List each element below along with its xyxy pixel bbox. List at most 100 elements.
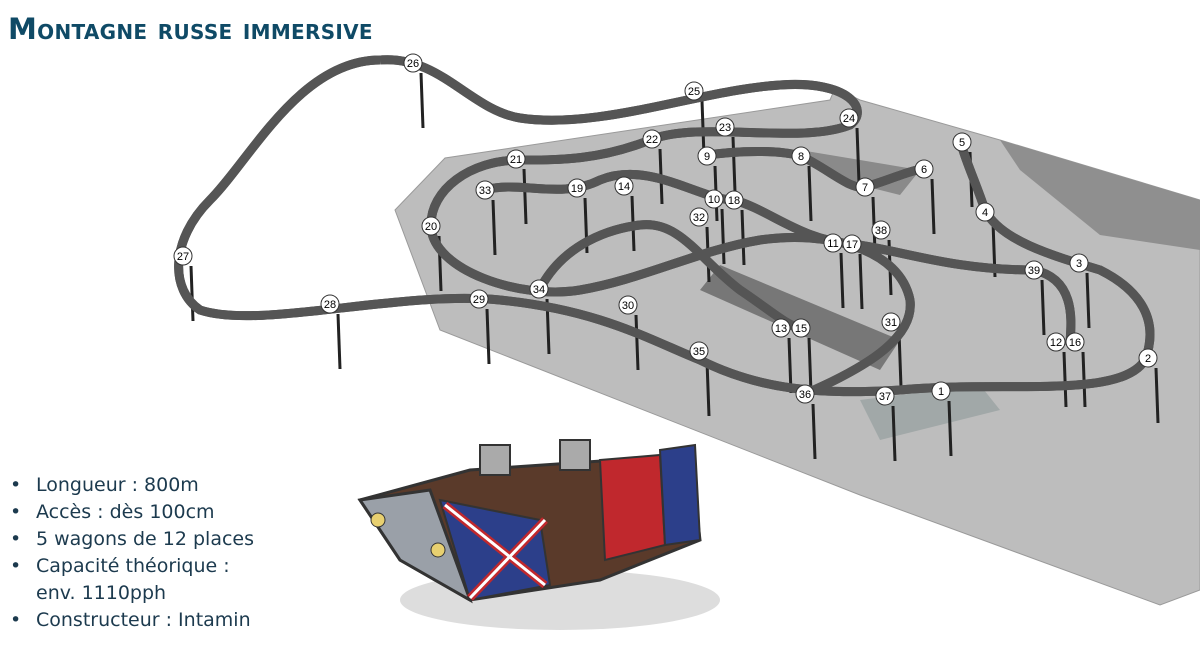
track-marker: 32 xyxy=(689,207,709,227)
ride-vehicle-illustration xyxy=(357,439,720,630)
track-marker: 39 xyxy=(1024,260,1044,280)
track-marker-label: 37 xyxy=(879,391,891,403)
fact-wagons: •5 wagons de 12 places xyxy=(10,528,254,550)
track-marker-label: 29 xyxy=(473,294,485,306)
track-marker: 2 xyxy=(1138,348,1158,368)
support-column xyxy=(740,209,746,266)
track-marker-label: 6 xyxy=(921,164,927,176)
track-marker: 5 xyxy=(952,132,972,152)
support-column xyxy=(522,168,528,225)
track-marker-label: 31 xyxy=(885,317,897,329)
track-marker-label: 38 xyxy=(875,225,887,237)
track-marker: 8 xyxy=(791,146,811,166)
track-marker: 26 xyxy=(403,53,423,73)
track-marker-label: 18 xyxy=(728,195,740,207)
track-marker-label: 39 xyxy=(1028,265,1040,277)
track-marker-label: 7 xyxy=(862,182,868,194)
track-marker-label: 22 xyxy=(646,134,658,146)
track-marker-label: 19 xyxy=(571,183,583,195)
slide-title: Montagne russe immersive xyxy=(8,12,373,46)
support-column xyxy=(1062,351,1068,408)
track-marker: 36 xyxy=(795,384,815,404)
track-marker: 20 xyxy=(421,216,441,236)
track-marker-label: 35 xyxy=(693,346,705,358)
support-column xyxy=(855,127,861,184)
track-marker: 18 xyxy=(724,190,744,210)
support-column xyxy=(839,252,845,309)
track-marker-label: 8 xyxy=(798,151,804,163)
track-marker-label: 20 xyxy=(425,221,437,233)
support-column xyxy=(419,72,425,129)
fact-text: Constructeur : Intamin xyxy=(36,609,251,631)
track-marker-label: 26 xyxy=(407,58,419,70)
track-marker: 29 xyxy=(469,289,489,309)
track-marker: 35 xyxy=(689,341,709,361)
track-marker-label: 11 xyxy=(827,238,838,250)
track-marker-label: 25 xyxy=(688,86,700,98)
support-column xyxy=(634,314,640,371)
support-column xyxy=(1085,272,1091,329)
support-column xyxy=(1040,279,1046,336)
support-column xyxy=(807,165,813,222)
support-column xyxy=(858,253,864,310)
track-marker: 21 xyxy=(506,149,526,169)
track-marker-label: 14 xyxy=(618,181,630,193)
track-marker: 24 xyxy=(839,108,859,128)
track-marker-label: 30 xyxy=(622,300,634,312)
support-column xyxy=(1154,367,1160,424)
track-marker: 19 xyxy=(567,178,587,198)
track-marker-label: 2 xyxy=(1145,353,1151,365)
track-marker: 33 xyxy=(475,180,495,200)
fact-access: •Accès : dès 100cm xyxy=(10,501,215,523)
track-marker-label: 36 xyxy=(799,389,811,401)
track-marker-label: 32 xyxy=(693,212,705,224)
track-marker: 34 xyxy=(529,279,549,299)
support-column xyxy=(731,136,737,193)
support-column xyxy=(947,400,953,457)
track-marker: 11 xyxy=(823,233,843,253)
fact-capacity: •Capacité théorique : env. 1110pph xyxy=(10,555,230,604)
track-marker: 31 xyxy=(881,312,901,332)
track-marker-label: 4 xyxy=(982,207,988,219)
track-marker-label: 17 xyxy=(846,239,858,251)
support-column xyxy=(189,265,195,322)
fact-text: 5 wagons de 12 places xyxy=(36,528,254,550)
track-marker-label: 5 xyxy=(959,137,965,149)
track-marker-label: 9 xyxy=(704,151,710,163)
support-column xyxy=(720,208,726,265)
support-column xyxy=(1081,351,1087,408)
track-marker: 37 xyxy=(875,386,895,406)
station-pit xyxy=(700,265,900,370)
building-shadow xyxy=(1000,140,1200,250)
support-column xyxy=(891,405,897,462)
track-marker: 23 xyxy=(715,117,735,137)
track-marker: 25 xyxy=(684,81,704,101)
support-column xyxy=(485,308,491,365)
track-marker: 1 xyxy=(931,381,951,401)
ride-facts-list: •Longueur : 800m •Accès : dès 100cm •5 w… xyxy=(8,472,256,634)
support-column xyxy=(811,403,817,460)
track-marker-label: 15 xyxy=(795,323,807,335)
track-marker: 16 xyxy=(1065,332,1085,352)
track-marker: 17 xyxy=(842,234,862,254)
track-marker: 6 xyxy=(914,159,934,179)
track-marker: 28 xyxy=(320,294,340,314)
track-marker: 12 xyxy=(1046,332,1066,352)
track-marker: 10 xyxy=(704,189,724,209)
track-marker-label: 28 xyxy=(324,299,336,311)
track-marker-label: 23 xyxy=(719,122,731,134)
support-column xyxy=(336,313,342,370)
support-column xyxy=(491,199,497,256)
track-marker-label: 33 xyxy=(479,185,491,197)
track-marker-label: 3 xyxy=(1076,258,1082,270)
track-marker-label: 34 xyxy=(533,284,545,296)
track-marker-label: 27 xyxy=(177,251,189,263)
track-marker-label: 21 xyxy=(510,154,522,166)
fact-manufacturer: •Constructeur : Intamin xyxy=(10,609,251,631)
track-marker-label: 1 xyxy=(938,386,944,398)
track-marker: 38 xyxy=(871,220,891,240)
track-marker: 13 xyxy=(771,318,791,338)
track-marker: 15 xyxy=(791,318,811,338)
